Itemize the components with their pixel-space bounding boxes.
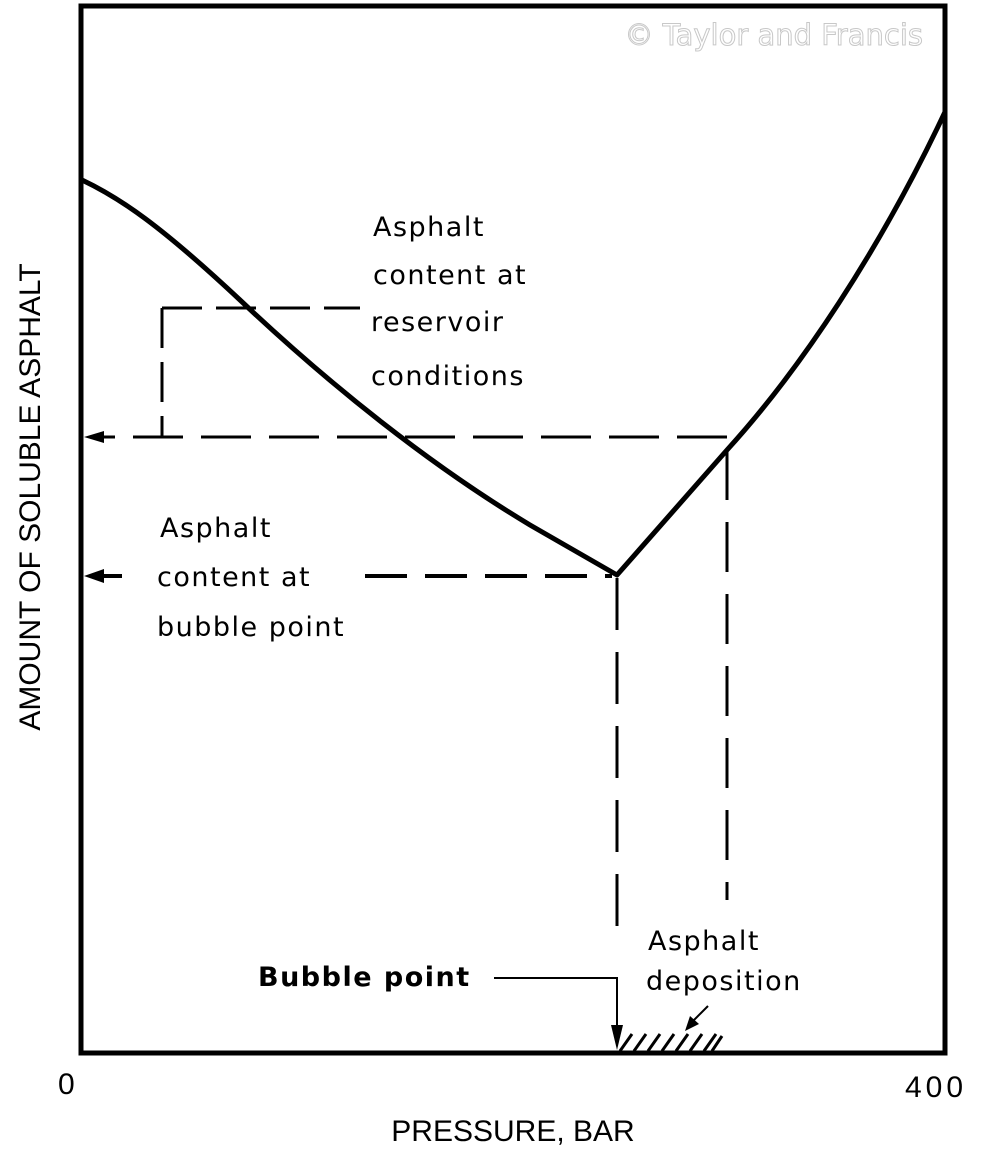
x-tick-400: 400 [905,1071,967,1104]
annotation-deposition: Asphalt deposition [646,926,802,997]
y-axis-label: AMOUNT OF SOLUBLE ASPHALT [14,263,47,730]
annotation-bubble-point: Bubble point [258,962,471,993]
annotation-bubble-content: Asphalt content at bubble point [157,513,345,643]
reservoir-arrow-icon [84,431,104,443]
annotation-reservoir: Asphalt content at reservoir conditions [371,212,537,392]
x-axis-label: PRESSURE, BAR [391,1115,634,1148]
x-tick-0: 0 [58,1068,75,1101]
solubility-curve [80,110,948,578]
deposition-hatch [618,1033,724,1052]
bubble-point-arrow-icon [611,1025,623,1050]
plot-frame [78,3,948,1056]
watermark: © Taylor and Francis [624,18,923,52]
deposition-leader [693,1005,709,1021]
deposition-arrow-icon [685,1016,699,1031]
bubble-arrow-icon [84,569,104,583]
bubble-point-leader [494,977,618,1030]
